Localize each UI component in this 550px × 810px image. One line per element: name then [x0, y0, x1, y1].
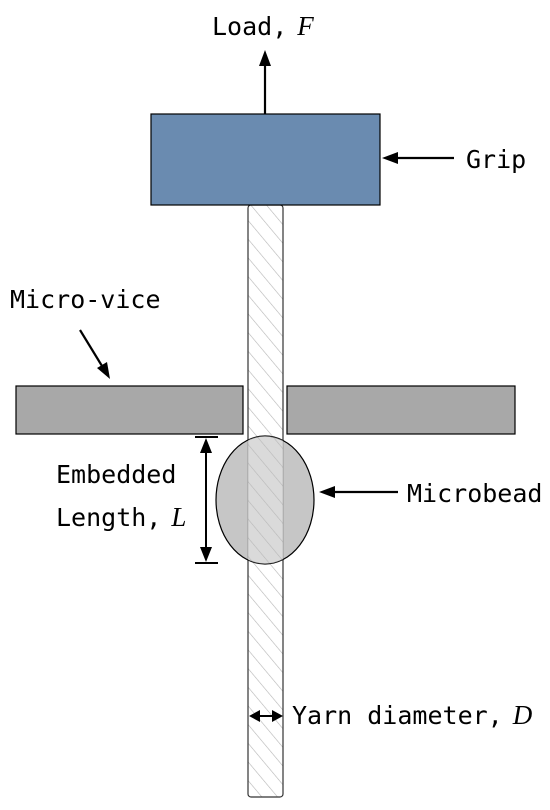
micro-vice-pointer-arrow-head	[97, 362, 110, 379]
microbead-label: Microbead	[407, 479, 542, 508]
embedded-length-arrow-top	[200, 438, 212, 453]
micro-vice-pointer-arrow	[79, 329, 103, 367]
micro-vice-left-plate	[15, 385, 244, 435]
yarn-diameter-label: Yarn diameter,D	[292, 700, 533, 730]
embedded-length-label-line2: Length,L	[56, 502, 186, 532]
grip-pointer-arrow-head	[382, 152, 398, 164]
embedded-length-label-line1: Embedded	[56, 460, 176, 489]
grip-label: Grip	[466, 145, 526, 174]
embedded-length-arrow-bottom	[200, 547, 212, 562]
microbead-pointer-arrow-head	[319, 486, 335, 498]
micro-vice-right-plate	[286, 385, 516, 435]
load-label: Load,F	[212, 11, 314, 41]
load-arrow-head	[259, 50, 271, 66]
yarn-through-bead	[248, 436, 283, 564]
yarn-diameter-arrow-right	[272, 710, 283, 722]
yarn-diameter-arrow-left	[249, 710, 260, 722]
micro-vice-label: Micro-vice	[10, 285, 161, 314]
grip	[150, 113, 381, 206]
